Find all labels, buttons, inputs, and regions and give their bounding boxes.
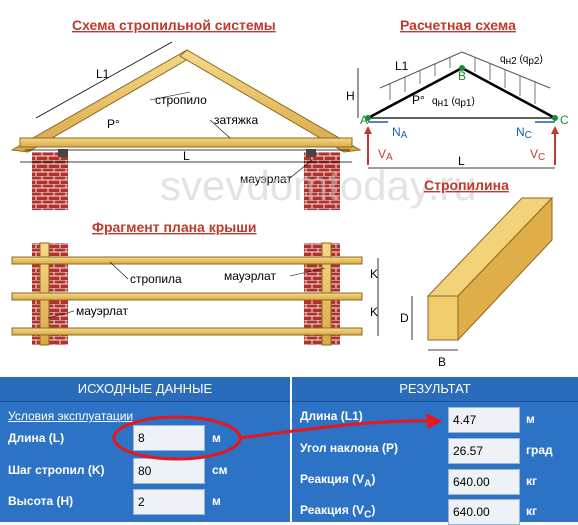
calc-scheme: H L1 A B C P° qн1 (qр1) qн2 (qр2) NA NC … [346,51,569,169]
l1-calc-label: L1 [395,59,409,73]
tie-beam [19,137,353,148]
mauerlat-plan-label-right: мауэрлат [224,269,276,283]
wall-left [32,152,68,210]
result-reaction-a-unit: кг [526,474,538,488]
h-label: H [346,89,355,103]
result-panel: РЕЗУЛЬТАТ Длина (L1) м Угол наклона (P) … [292,377,578,525]
length-label: Длина (L) [8,431,65,445]
input-panel: ИСХОДНЫЕ ДАННЫЕ Условия эксплуатации Дли… [0,377,290,522]
beam-title: Стропилина [424,177,509,193]
input-header: ИСХОДНЫЕ ДАННЫЕ [0,377,290,402]
result-angle-label: Угол наклона (P) [300,441,398,455]
step-unit: см [212,463,228,477]
result-length-unit: м [526,412,535,426]
mauerlat-plan-label-left: мауэрлат [76,304,128,318]
p-angle-label: P° [107,117,120,131]
result-reaction-c-unit: кг [526,504,538,518]
svg-text:VA: VA [378,147,393,163]
height-input[interactable] [133,489,205,515]
step-label: Шаг стропил (K) [8,463,105,477]
rafters-plan-label: стропила [130,272,182,286]
watermark: svevdomtoday.ru [160,162,477,209]
roof-plan: стропила мауэрлат мауэрлат K K [11,242,379,346]
l-calc-label: L [458,154,465,168]
point-c: C [560,113,569,127]
svg-text:NA: NA [392,125,408,141]
result-header: РЕЗУЛЬТАТ [292,377,578,402]
svg-text:VC: VC [530,147,545,163]
svg-text:qн2 (qр2): qн2 (qр2) [500,54,543,67]
k-label-2: K [370,305,378,319]
mauerlat-label: мауэрлат [240,172,292,186]
height-label: Высота (H) [8,494,74,508]
length-input[interactable] [133,425,205,451]
result-length-field [448,407,520,433]
l1-label: L1 [96,67,110,81]
d-label: D [400,311,409,325]
rafter-label: стропило [155,93,207,107]
height-unit: м [212,494,221,508]
roof-scheme: L1 L P° стропило затяжка мауэрлат [10,41,362,210]
result-angle-field [448,438,520,464]
p-calc-label: P° [412,93,425,107]
point-a: A [360,113,368,127]
result-reaction-c-label: Реакция (VC) [300,503,376,521]
result-length-label: Длина (L1) [300,409,363,423]
roof-diagram: Схема стропильной системы L1 L P° стропи… [10,17,569,369]
plan-title: Фрагмент плана крыши [92,219,257,235]
k-label-1: K [370,267,378,281]
result-angle-unit: град [526,443,553,457]
tie-label: затяжка [214,113,258,127]
length-unit: м [212,431,221,445]
result-reaction-a-field [448,469,520,495]
l-label: L [183,149,190,163]
svg-text:qн1 (qр1): qн1 (qр1) [432,96,475,109]
result-reaction-c-field [448,499,520,525]
conditions-link[interactable]: Условия эксплуатации [8,409,134,423]
step-input[interactable] [133,458,205,484]
result-reaction-a-label: Реакция (VA) [300,472,376,490]
point-b: B [458,69,466,83]
calc-title: Расчетная схема [400,17,516,33]
beam-drawing: D B [400,196,554,369]
svg-text:NC: NC [516,125,532,141]
scheme-title: Схема стропильной системы [72,17,276,33]
b-label: B [438,355,446,369]
